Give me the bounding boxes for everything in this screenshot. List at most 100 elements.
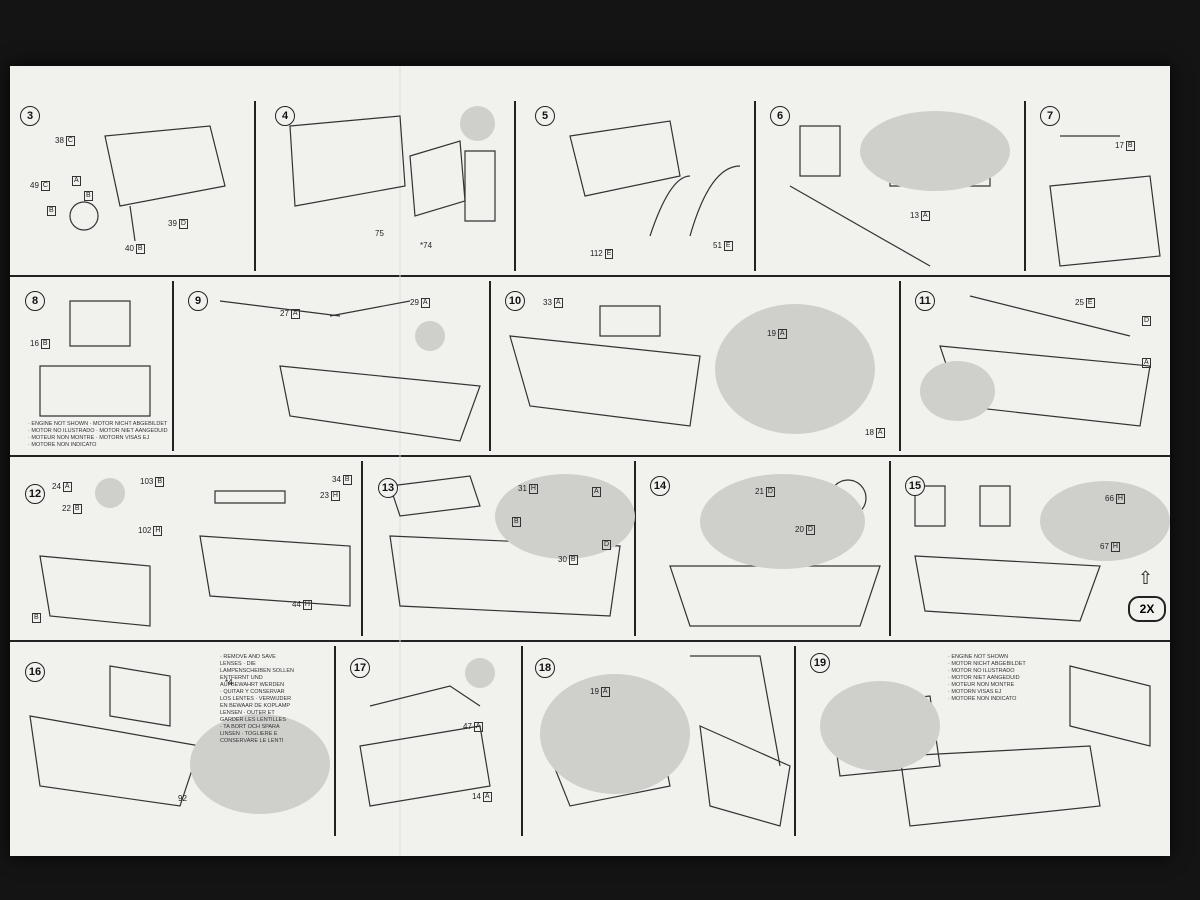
step-number: 10 — [505, 291, 525, 311]
drawing-stroke — [899, 745, 1101, 827]
drawing-stroke — [389, 475, 481, 517]
part-number: 112 — [590, 249, 603, 259]
part-number: 33 — [543, 298, 552, 308]
sprue-letter: D — [602, 540, 612, 550]
drawing-stroke — [329, 300, 411, 317]
sprue-letter: B — [47, 206, 56, 216]
sprue-letter: B — [155, 477, 165, 487]
part-callout: A — [70, 176, 81, 186]
part-number: *4 — [225, 678, 233, 687]
sprue-letter: B — [135, 244, 145, 254]
step-number: 15 — [905, 476, 925, 496]
drawing-stroke — [104, 125, 226, 207]
sprue-letter: D — [765, 487, 775, 497]
step-number: 11 — [915, 291, 935, 311]
part-callout: *74 — [420, 241, 432, 250]
part-number: 16 — [30, 339, 39, 349]
detail-inset — [190, 714, 330, 814]
drawing-stroke — [699, 725, 791, 827]
part-number: 22 — [62, 504, 71, 514]
part-number: 102 — [138, 526, 152, 536]
drawing-stroke — [789, 185, 931, 267]
detail-inset — [820, 681, 940, 771]
drawing-stroke — [689, 165, 741, 237]
sprue-letter: D — [805, 525, 815, 535]
part-number: 23 — [320, 491, 329, 501]
step-number: 9 — [188, 291, 208, 311]
drawing-stroke — [39, 365, 151, 417]
step-note: · ENGINE NOT SHOWN · MOTOR NICHT ABGEBIL… — [948, 654, 1026, 702]
drawing-stroke — [914, 485, 946, 527]
part-number: 51 — [713, 241, 722, 251]
part-number: 21 — [755, 487, 764, 497]
drawing-stroke — [669, 565, 881, 627]
part-callout: B — [45, 206, 56, 216]
drawing-stroke — [464, 150, 496, 222]
sprue-letter: H — [1115, 494, 1125, 504]
part-number: 29 — [410, 298, 419, 308]
step-number: 3 — [20, 106, 40, 126]
sprue-letter: A — [777, 329, 787, 339]
sprue-letter: B — [40, 339, 50, 349]
step-number: 16 — [25, 662, 45, 682]
arrow-up-icon: ⇧ — [1138, 568, 1154, 588]
drawing-stroke — [799, 125, 841, 177]
drawing-stroke — [649, 175, 691, 237]
detail-inset — [460, 106, 495, 141]
sprue-letter: A — [600, 687, 610, 697]
step-note: · REMOVE AND SAVE LENSES · DIE LAMPENSCH… — [220, 654, 294, 744]
sprue-letter: A — [1142, 358, 1151, 368]
drawing-stroke — [289, 115, 406, 207]
part-number: 20 — [795, 525, 804, 535]
part-number: 18 — [865, 428, 874, 438]
sprue-letter: A — [482, 792, 492, 802]
sprue-letter: H — [330, 491, 340, 501]
sprue-letter: A — [875, 428, 885, 438]
sprue-letter: B — [342, 475, 352, 485]
detail-inset — [540, 674, 690, 794]
part-number: 14 — [472, 792, 481, 802]
sprue-letter: B — [512, 517, 521, 527]
drawing-stroke — [214, 490, 286, 504]
step-note: · ENGINE NOT SHOWN · MOTOR NICHT ABGEBIL… — [28, 421, 168, 448]
sprue-letter: D — [178, 219, 188, 229]
detail-inset — [920, 361, 995, 421]
part-callout: 75 — [375, 229, 384, 238]
drawing-stroke — [1049, 175, 1161, 267]
sprue-letter: D — [1142, 316, 1152, 326]
part-number: 103 — [140, 477, 154, 487]
part-number: 66 — [1105, 494, 1114, 504]
drawing-stroke — [199, 535, 351, 607]
sprue-letter: E — [723, 241, 733, 251]
part-number: 40 — [125, 244, 134, 254]
drawing-stroke — [914, 555, 1101, 622]
sprue-letter: E — [1085, 298, 1095, 308]
drawing-stroke — [1069, 665, 1151, 747]
part-callout: D — [1140, 316, 1152, 326]
sprue-letter: H — [1110, 542, 1120, 552]
drawing-stroke — [69, 300, 131, 347]
part-callout: D — [600, 540, 612, 550]
detail-inset — [1040, 481, 1170, 561]
part-number: 31 — [518, 484, 527, 494]
sprue-letter: A — [420, 298, 430, 308]
sprue-letter: C — [65, 136, 75, 146]
part-number: 75 — [375, 229, 384, 238]
part-number: 67 — [1100, 542, 1109, 552]
part-number: 24 — [52, 482, 61, 492]
